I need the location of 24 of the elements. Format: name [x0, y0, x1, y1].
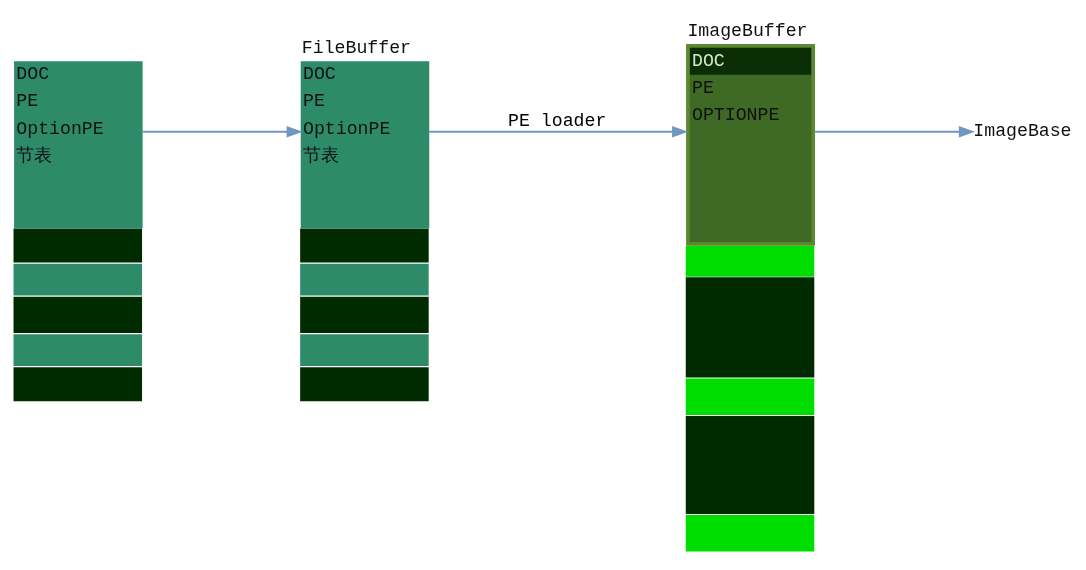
edge-label: PE loader [508, 110, 607, 131]
node-label: ImageBuffer [687, 20, 808, 41]
arrow [427, 126, 689, 138]
node-bar [685, 416, 815, 514]
arrow [813, 126, 976, 138]
node-bar [13, 367, 143, 402]
node-bar [685, 277, 815, 378]
arrow [141, 126, 303, 138]
node-bar [300, 334, 429, 367]
node-bar [13, 296, 143, 334]
node-bar [685, 378, 815, 415]
node-bar [685, 246, 815, 277]
node-bar [685, 515, 815, 552]
node-bar [13, 228, 143, 263]
node-text: ImageBase [973, 121, 1072, 142]
node-bar [300, 228, 429, 263]
node-bar [13, 263, 143, 296]
node-bar [300, 296, 429, 334]
node-label: FileBuffer [301, 38, 412, 59]
node-box: DOC PE OptionPE 节表 [300, 61, 430, 229]
node-bar [300, 367, 429, 402]
node-bar [300, 263, 429, 296]
node-box: DOC PE OptionPE 节表 [14, 61, 143, 229]
node-bar [13, 334, 143, 367]
